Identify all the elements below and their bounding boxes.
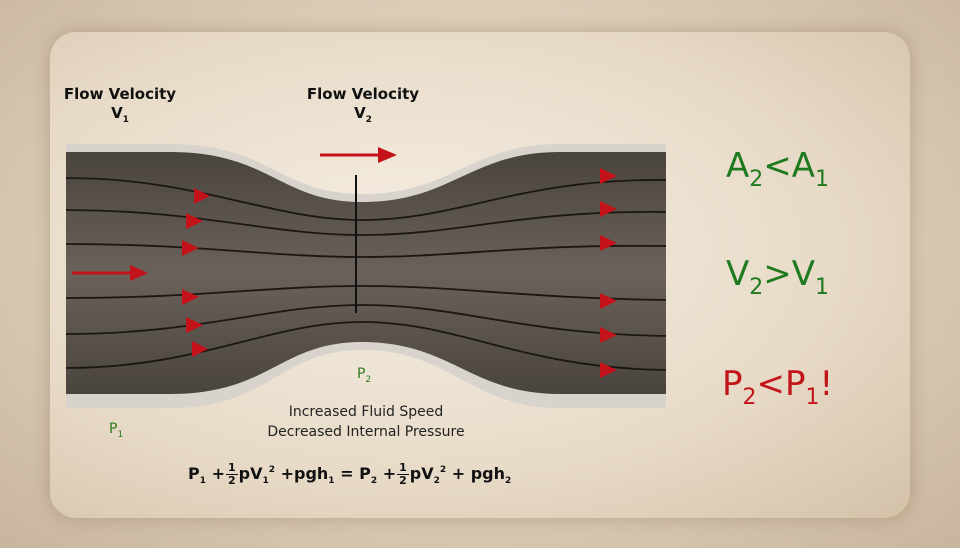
relation-area: A2<A1 [726,146,830,192]
relation-velocity: V2>V1 [726,254,830,300]
p2-label: P2 [357,366,372,385]
flow-velocity-2-label: Flow Velocity V2 [303,85,423,126]
caption: Increased Fluid Speed Decreased Internal… [236,402,496,442]
velocity-arrows [72,147,397,281]
flow-velocity-1-title: Flow Velocity [63,85,177,103]
flow-velocity-1-label: Flow Velocity V1 [60,85,180,126]
relation-pressure: P2<P1! [722,364,834,410]
stream-arrowheads [182,168,617,378]
streamlines [65,177,667,371]
caption-line-2: Decreased Internal Pressure [267,424,465,440]
flow-velocity-2-title: Flow Velocity [306,85,420,103]
pipe-fluid [66,152,666,394]
v2-symbol: V2 [354,104,372,125]
p1-label: P1 [109,421,124,440]
caption-line-1: Increased Fluid Speed [288,404,444,420]
v1-symbol: V1 [111,104,129,125]
